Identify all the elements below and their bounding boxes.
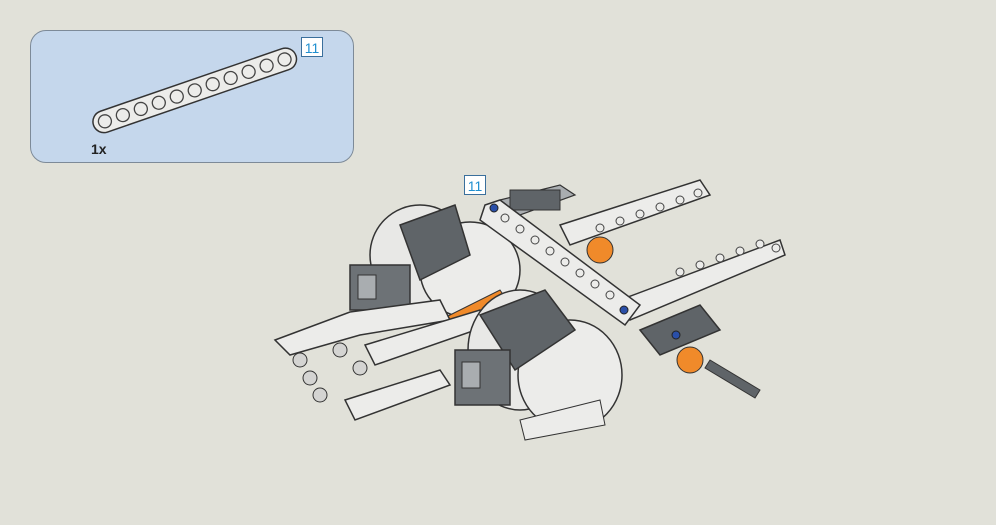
model-part-number: 11 xyxy=(464,175,486,195)
lego-assembly-illustration xyxy=(273,179,786,441)
parts-callout: 11 1x xyxy=(30,30,354,163)
callout-part-number: 11 xyxy=(301,37,323,57)
beam-11-part-image xyxy=(92,47,298,134)
part-quantity: 1x xyxy=(91,141,107,157)
motor-lower xyxy=(454,289,623,441)
beam-upper-right xyxy=(558,179,786,321)
beam-11-installed xyxy=(479,199,642,327)
gray-frame-right xyxy=(638,304,761,399)
beams-left xyxy=(273,299,492,421)
gray-frame-back xyxy=(498,184,577,216)
